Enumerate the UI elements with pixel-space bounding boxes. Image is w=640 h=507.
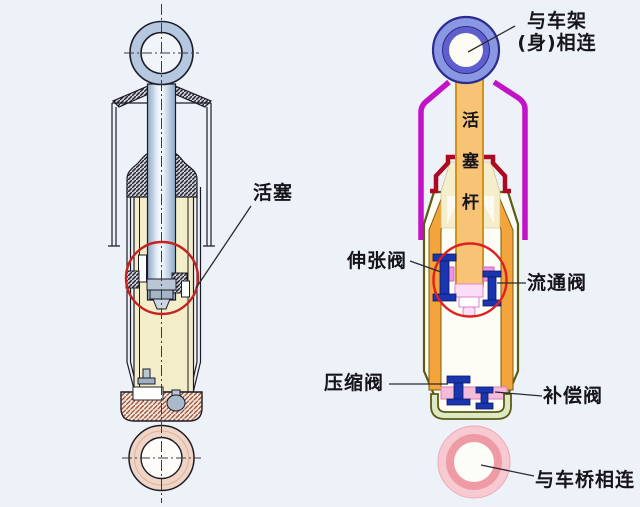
- right-schematic-drawing: [418, 15, 528, 499]
- right-dust-tube: [418, 79, 528, 240]
- left-foot-valve: [137, 368, 156, 385]
- left-piston-highlight-circle: [124, 240, 200, 316]
- right-top-eye: [431, 15, 501, 85]
- highlight-circles: [124, 240, 508, 318]
- extension-valve-leader-line: [409, 260, 442, 273]
- right-piston-highlight-circle: [432, 242, 508, 318]
- left-bottom-eye: [122, 424, 201, 492]
- flow-valve-label: 流通阀: [527, 272, 588, 294]
- compensation-valve-shape: [475, 386, 494, 410]
- flow-valve-shape: [482, 270, 502, 307]
- axle-connection-label: 与车桥相连: [535, 469, 636, 491]
- leader-lines: [195, 25, 543, 477]
- right-bottom-cup: [430, 393, 512, 420]
- piston-leader-line: [195, 205, 252, 289]
- right-bottom-eye: [437, 425, 511, 499]
- compensation-valve-label: 补偿阀: [543, 385, 604, 407]
- frame-leader-line: [467, 25, 516, 53]
- extension-valve-label: 伸张阀: [347, 250, 408, 272]
- left-dust-tube: [108, 102, 215, 247]
- frame-connection-line1: 与车架: [526, 10, 587, 32]
- left-piston-rod: [146, 83, 177, 301]
- compression-valve-label: 压缩阀: [324, 372, 385, 394]
- compression-valve-shape: [446, 375, 471, 406]
- extension-valve-shape: [432, 253, 457, 302]
- left-technical-drawing: [108, 4, 215, 503]
- piston-label: 活塞: [253, 182, 294, 204]
- left-foot-valve-parts: [132, 386, 186, 412]
- compensation-valve-leader-line: [494, 391, 543, 397]
- frame-connection-line2: (身)相连: [517, 32, 597, 54]
- piston-rod-label: 活塞杆: [462, 111, 479, 213]
- frame-connection-label: 与车架 (身)相连: [512, 10, 602, 54]
- axle-leader-line: [480, 464, 535, 477]
- right-base-valve-strip: [440, 386, 508, 400]
